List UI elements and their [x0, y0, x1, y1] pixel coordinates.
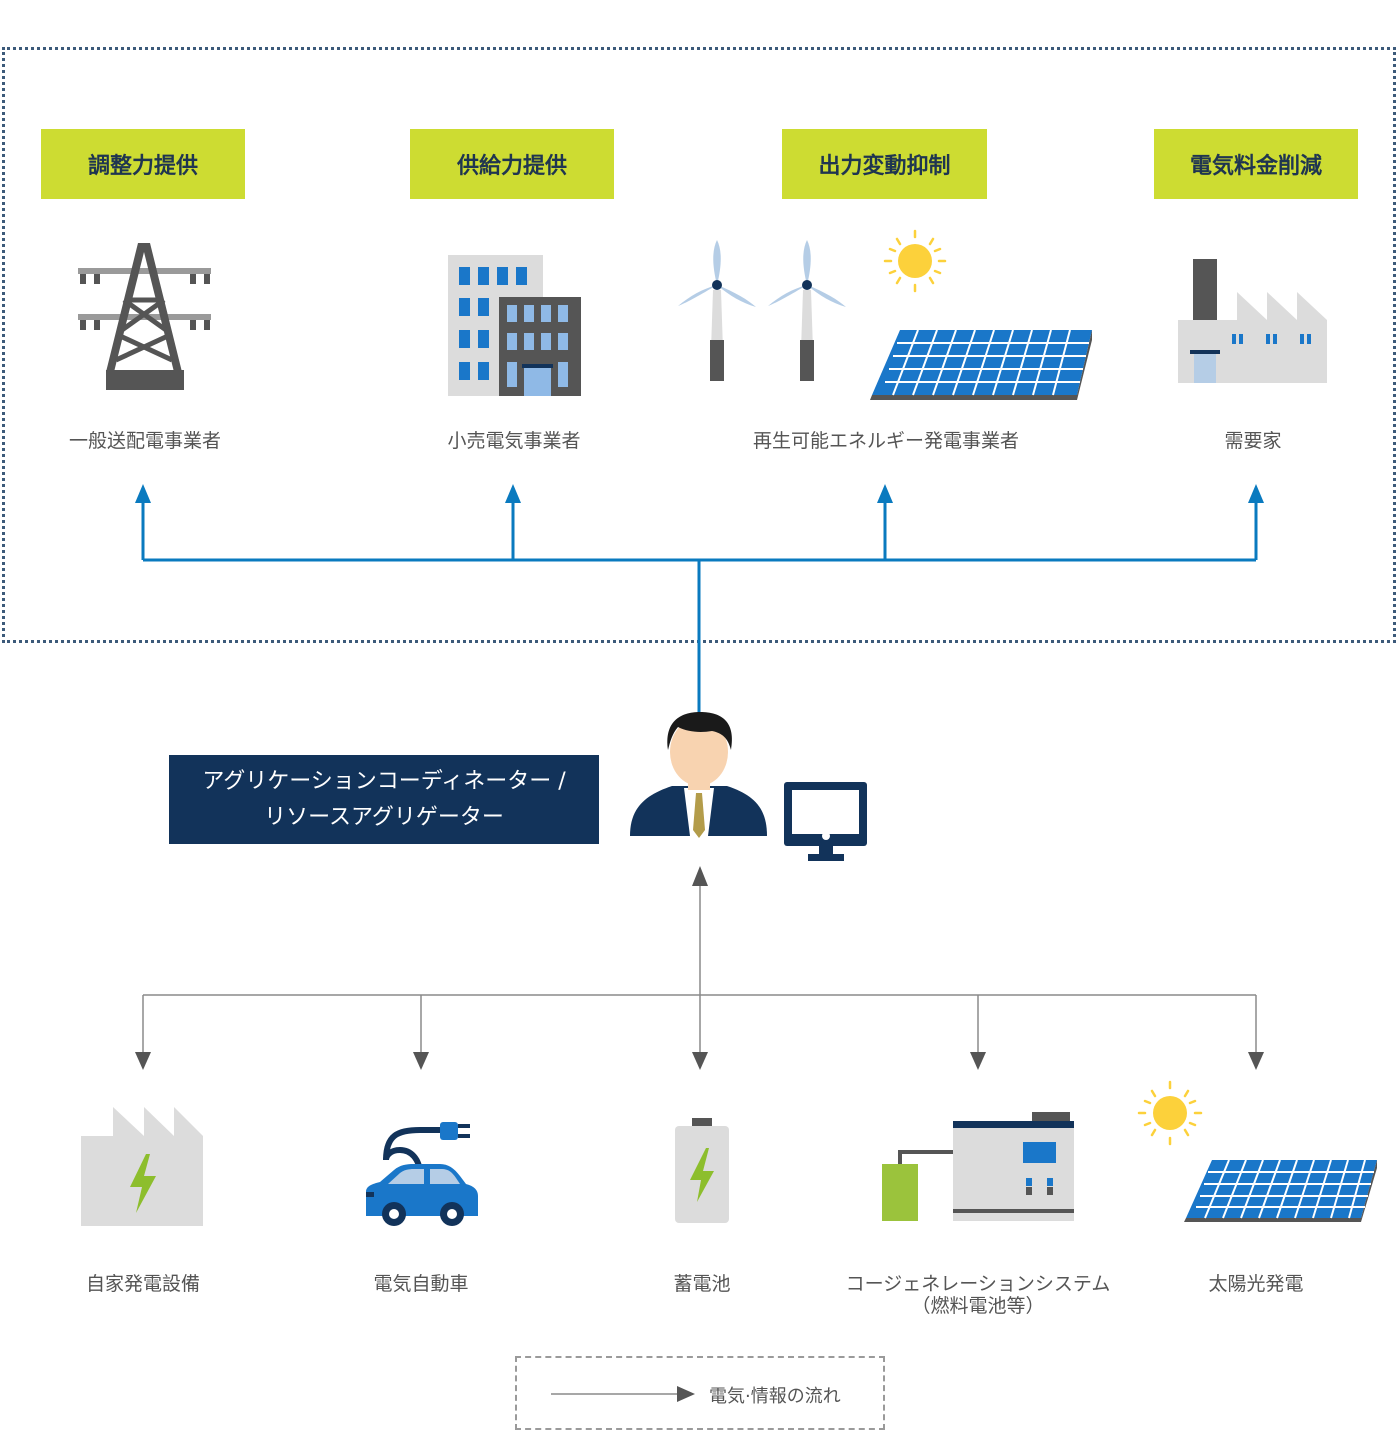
legend-label: 電気·情報の流れ	[709, 1386, 841, 1407]
label-battery: 蓄電池	[673, 1273, 731, 1295]
label-electric-vehicle: 電気自動車	[373, 1273, 469, 1295]
label-cogeneration: コージェネレーションシステム	[845, 1273, 1111, 1295]
label-grid-operator: 一般送配電事業者	[68, 430, 222, 452]
badge-cost-reduction: 電気料金削減	[1154, 129, 1358, 199]
legend: 電気·情報の流れ	[515, 1356, 885, 1430]
badge-adjustment: 調整力提供	[41, 129, 245, 199]
label-cogeneration-sub: （燃料電池等）	[911, 1295, 1045, 1317]
label-private-power: 自家発電設備	[85, 1273, 201, 1295]
badge-output-control: 出力変動抑制	[782, 129, 987, 199]
label-solar-power: 太陽光発電	[1208, 1273, 1304, 1295]
aggregator-box: アグリケーションコーディネーター / リソースアグリゲーター	[169, 755, 599, 844]
label-renewable-operator: 再生可能エネルギー発電事業者	[752, 430, 1020, 452]
label-retail-operator: 小売電気事業者	[447, 430, 581, 452]
aggregator-line2: リソースアグリゲーター	[264, 804, 504, 830]
aggregator-line1: アグリケーションコーディネーター /	[202, 768, 566, 794]
label-consumer: 需要家	[1224, 430, 1282, 452]
legend-arrow-icon	[551, 1386, 695, 1402]
badge-supply: 供給力提供	[410, 129, 614, 199]
